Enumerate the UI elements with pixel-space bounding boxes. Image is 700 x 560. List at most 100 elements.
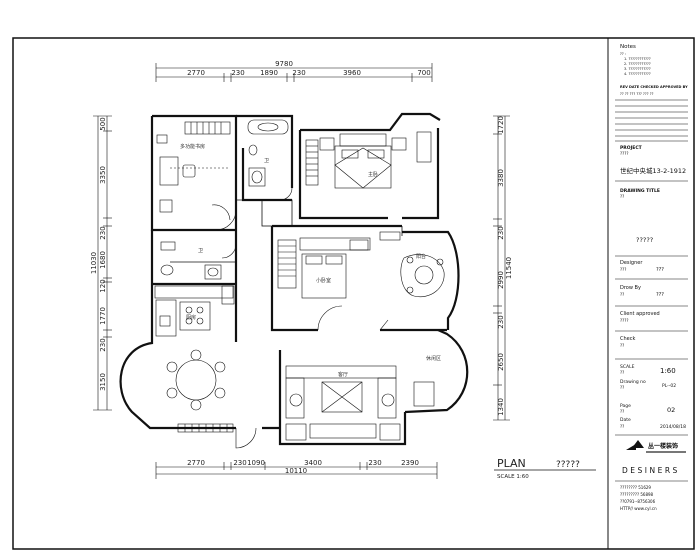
dim-right-total: 11540 (505, 257, 513, 279)
dim-bottom-seg-1: 230 (233, 459, 246, 467)
project-sub: ???? (620, 151, 629, 156)
dim-top-total: 9780 (275, 60, 293, 68)
notes-line-2: 2. ???????????? (624, 62, 651, 66)
project-label: PROJECT (620, 145, 643, 151)
dim-top-seg-0: 2770 (187, 69, 205, 77)
dim-right-seg-4: 230 (497, 315, 505, 328)
revision-row: ?? ?? ??? ??? ??? ?? (620, 92, 654, 96)
dim-left-seg-5: 1770 (99, 307, 107, 325)
dimension-lines (93, 63, 510, 479)
date-value: 2014/08/18 (660, 424, 686, 430)
page-sub: ?? (620, 409, 624, 414)
dim-right-seg-6: 1340 (497, 398, 505, 416)
drawing-title-sub: ?? (620, 194, 624, 199)
drawing-no-value: PL--02 (662, 383, 676, 389)
plan-scale: SCALE 1:60 (497, 474, 529, 480)
dim-left-seg-3: 1680 (99, 251, 107, 269)
dim-bottom-seg-2: 1090 (247, 459, 265, 467)
project-name: 世纪中央城13-2-1912 (620, 166, 686, 175)
contact-line-2: ??0791--8756306 (620, 499, 656, 504)
study-furniture (156, 121, 231, 221)
plan-label: PLAN (497, 457, 526, 470)
designer-sub: ??? (620, 267, 626, 272)
check-label: Check (620, 336, 635, 342)
designer-label: Designer (620, 260, 643, 266)
room-label-leisure: 休闲区 (426, 355, 441, 362)
check-sub: ?? (620, 343, 624, 348)
dim-right-seg-5: 2650 (497, 353, 505, 371)
dim-right-seg-3: 2990 (497, 271, 505, 289)
room-label-master-bedroom: 主卧 (368, 171, 378, 178)
company-logo: 丛一楼装饰 (626, 440, 686, 453)
contact-line-3: HTTP// www.cyl.cn (620, 506, 657, 511)
dim-bottom-seg-3: 3400 (304, 459, 322, 467)
bedroom-furniture (277, 237, 371, 299)
room-label-study: 多功能书房 (180, 143, 205, 150)
title-block: Notes ?? : 1. ???????????? 2. ??????????… (615, 44, 688, 511)
contact-line-0: ???????? 51629 (620, 485, 651, 490)
dim-top-seg-1: 230 (231, 69, 244, 77)
date-label: Date (620, 417, 631, 423)
drawing-no-label: Drawing no (620, 379, 646, 385)
dim-left-seg-4: 120 (99, 279, 107, 292)
room-label-bedroom: 小卧室 (316, 277, 331, 284)
dim-bottom-seg-5: 2390 (401, 459, 419, 467)
dim-bottom-seg-0: 2770 (187, 459, 205, 467)
dim-right-seg-1: 3380 (497, 169, 505, 187)
master-bedroom-furniture (305, 131, 432, 189)
living-furniture (285, 365, 435, 441)
plan-label-suffix: ????? (556, 460, 580, 470)
company-name: 丛一楼装饰 (648, 442, 678, 450)
company-tagline: DESINERS (622, 466, 680, 475)
scale-sub: ?? (620, 370, 624, 375)
doors (215, 187, 389, 449)
dim-top-seg-2: 1890 (260, 69, 278, 77)
dim-left-seg-1: 3350 (99, 166, 107, 184)
scale-value: 1:60 (660, 367, 676, 375)
dim-right-seg-0: 1720 (497, 116, 505, 134)
draw-by-label: Drow By (620, 285, 641, 291)
dim-top-seg-5: 700 (417, 69, 430, 77)
notes-heading: Notes (620, 44, 636, 50)
balcony-furniture (379, 231, 445, 298)
dimension-labels: 9780 2770 230 1890 230 3960 700 2770 230… (90, 60, 513, 475)
designer-value: ??? (656, 267, 664, 273)
page-value: 02 (667, 406, 675, 414)
draw-by-sub: ?? (620, 292, 624, 297)
plan-caption: PLAN ????? SCALE 1:60 (494, 457, 596, 480)
dim-left-seg-2: 230 (99, 226, 107, 239)
dim-left-seg-0: 500 (99, 117, 107, 130)
room-label-living: 客厅 (338, 371, 348, 378)
room-label-bath-1: 卫 (264, 158, 269, 164)
revision-heading: REV DATE CHECKED APPROVED BY (620, 85, 688, 89)
dim-top-seg-4: 3960 (343, 69, 361, 77)
room-label-kitchen: 厨房 (186, 314, 196, 321)
contact-line-1: ????????? 56898 (620, 492, 654, 497)
date-sub: ?? (620, 424, 624, 429)
client-approved-sub: ???? (620, 318, 629, 323)
draw-by-value: ??? (656, 292, 664, 298)
drawing-title-value: ????? (636, 236, 653, 244)
notes-line-1: 1. ???????????? (624, 57, 651, 61)
dim-bottom-total: 10110 (285, 467, 307, 475)
sheet-border (12, 37, 695, 550)
drawing-title-label: DRAWING TITLE (620, 188, 660, 194)
notes-line-0: ?? : (620, 52, 626, 56)
dim-left-total: 11030 (90, 252, 98, 274)
dim-bottom-seg-4: 230 (368, 459, 381, 467)
dim-top-seg-3: 230 (292, 69, 305, 77)
scale-label: SCALE (620, 364, 635, 370)
client-approved-label: Client approved (620, 311, 660, 317)
notes-line-3: 3. ???????????? (624, 67, 651, 71)
drawing-no-sub: ?? (620, 385, 624, 390)
dim-left-seg-7: 3150 (99, 373, 107, 391)
kitchen-furniture (154, 285, 235, 337)
bathroom-fixtures (160, 119, 289, 280)
dim-right-seg-2: 230 (497, 226, 505, 239)
notes-line-4: 4. ???????????? (624, 72, 651, 76)
page-label: Page (620, 403, 631, 409)
room-labels: 多功能书房 卫 卫 主卧 小卧室 厨房 客厅 阳台 休闲区 (180, 143, 441, 378)
room-label-bath-2: 卫 (198, 248, 203, 254)
dining-furniture (166, 349, 234, 433)
